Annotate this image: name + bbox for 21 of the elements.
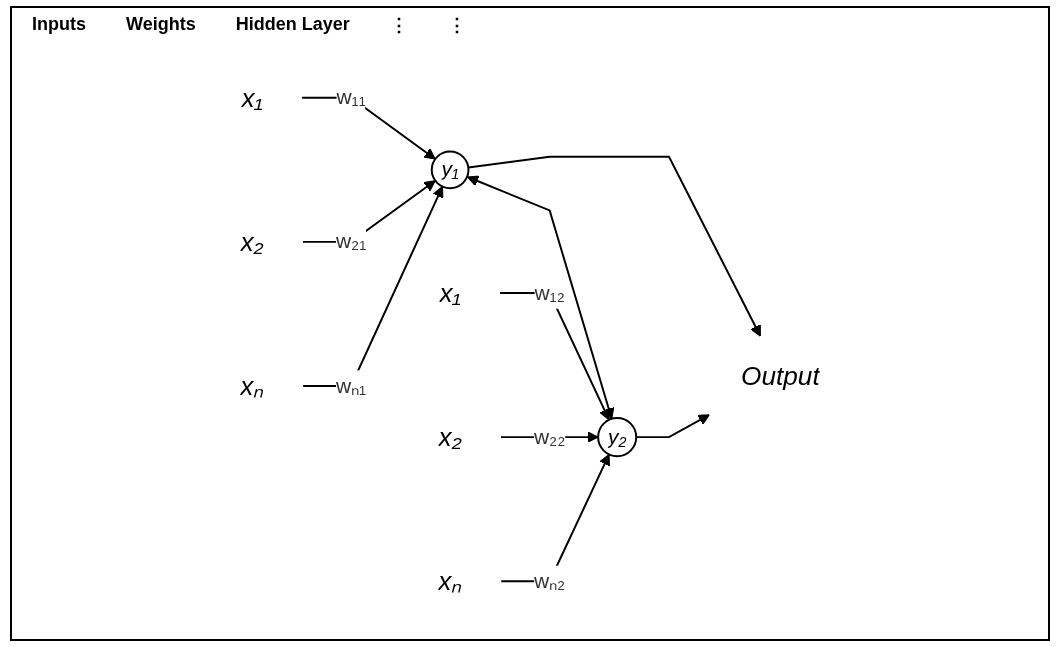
node-text: xₙ xyxy=(438,566,462,596)
edge-label: wₙ₁ xyxy=(336,374,367,397)
column-heading: ⋮ xyxy=(447,14,466,36)
column-heading: Inputs xyxy=(32,14,86,36)
column-heading: ⋮ xyxy=(389,14,408,36)
node-text: x₁ xyxy=(241,83,263,113)
edge-label: wₙ₂ xyxy=(534,569,566,592)
edge-label: w₁₁ xyxy=(336,85,366,109)
arrow xyxy=(302,186,444,387)
node-text: Output xyxy=(741,361,820,390)
node-circle: y₂ xyxy=(597,417,638,458)
node-text: x₂ xyxy=(438,422,462,452)
node-text: xₙ xyxy=(240,371,264,401)
node-circle: y₁ xyxy=(430,150,470,190)
edge-label: w₂₂ xyxy=(533,425,566,448)
column-heading: Hidden Layer xyxy=(235,14,350,36)
edge-label: w₂₁ xyxy=(335,230,367,253)
node-text: x₂ xyxy=(240,227,264,257)
column-heading: Weights xyxy=(126,14,196,36)
node-text: x₁ xyxy=(439,278,461,308)
edge-label: w₁₂ xyxy=(534,281,565,304)
